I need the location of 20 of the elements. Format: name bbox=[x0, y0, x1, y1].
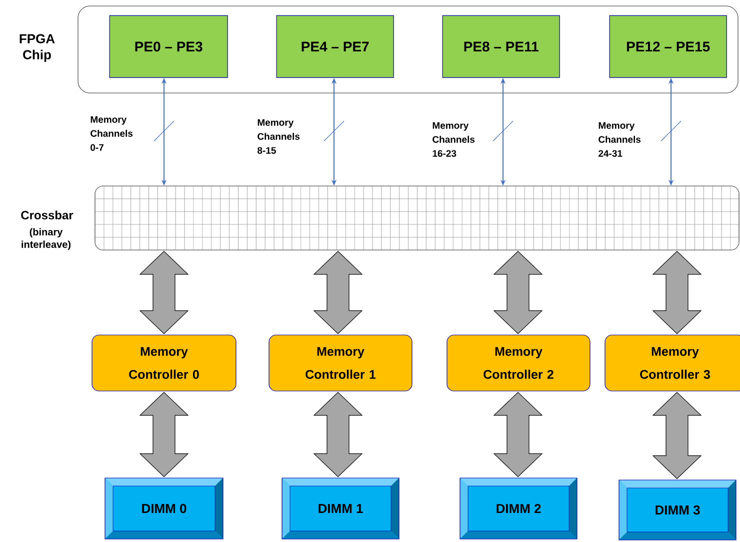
controller-box: Memory Controller 2 bbox=[446, 334, 590, 392]
dimm-module: DIMM 3 bbox=[618, 480, 736, 540]
crossbar-grid: Crossbar (binary interleave) bbox=[21, 186, 740, 250]
edge-label: Memory Channels 8-15 bbox=[258, 119, 300, 154]
dimm-module: DIMM 2 bbox=[460, 478, 578, 540]
dimm-module: DIMM 0 bbox=[104, 478, 224, 540]
processing-box: PE8 – PE11 bbox=[442, 15, 560, 78]
dimm-module: DIMM 1 bbox=[282, 478, 400, 540]
controller-box: Memory Controller 3 bbox=[604, 334, 740, 392]
processing-box: PE0 – PE3 bbox=[109, 15, 228, 78]
edge-label: Memory Channels 16-23 bbox=[432, 122, 475, 157]
processing-box: PE12 – PE15 bbox=[609, 15, 727, 78]
node-label: (binary interleave) bbox=[22, 228, 71, 250]
edge-label: Memory Channels 0-7 bbox=[90, 116, 133, 151]
node-label: Crossbar bbox=[21, 210, 74, 220]
edge-label: Memory Channels 24-31 bbox=[598, 122, 641, 157]
controller-box: Memory Controller 1 bbox=[268, 334, 412, 392]
processing-box: PE4 – PE7 bbox=[276, 15, 394, 78]
controller-box: Memory Controller 0 bbox=[92, 334, 236, 392]
node-label: FPGA Chip bbox=[20, 34, 55, 62]
